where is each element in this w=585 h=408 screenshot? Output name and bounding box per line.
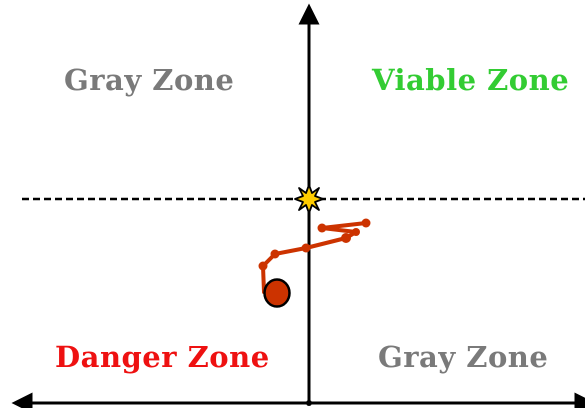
trajectory-point xyxy=(317,223,327,233)
zone-label-viable: Viable Zone xyxy=(372,63,570,97)
zone-label-gray-top-left: Gray Zone xyxy=(64,63,235,97)
trajectory-point xyxy=(301,243,311,253)
trajectory-point xyxy=(341,233,351,243)
trajectory-point xyxy=(258,261,268,271)
start-marker xyxy=(263,278,291,308)
axis-origin-dot xyxy=(306,400,312,406)
zone-label-gray-bottom-right: Gray Zone xyxy=(378,340,549,374)
trajectory xyxy=(258,218,371,294)
trajectory-point xyxy=(361,218,371,228)
zone-label-danger: Danger Zone xyxy=(55,340,270,374)
trajectory-point xyxy=(270,249,280,259)
trajectory-point xyxy=(352,228,360,236)
starburst-icon xyxy=(294,184,324,214)
